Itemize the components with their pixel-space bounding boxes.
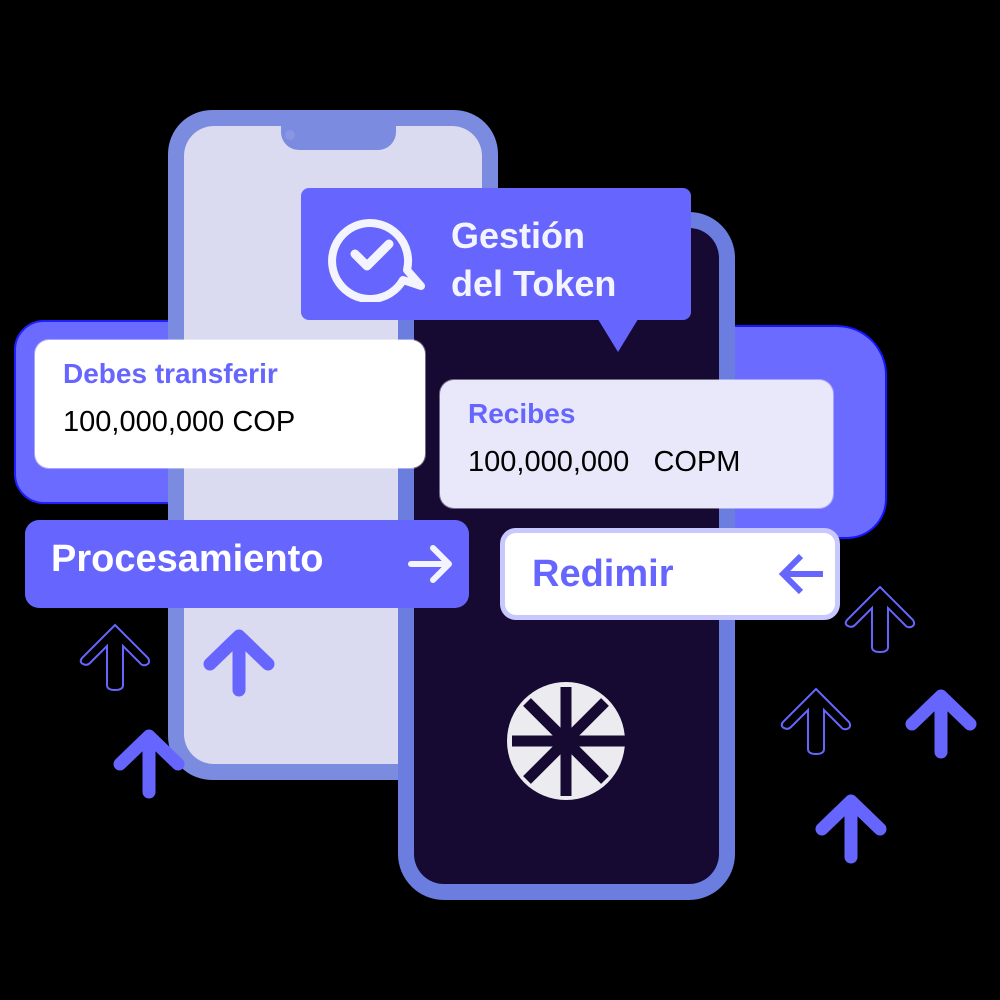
up-arrow-solid-icon: [815, 794, 887, 864]
callout-title: Gestión del Token: [451, 212, 616, 308]
redeem-label: Redimir: [532, 553, 674, 595]
check-chat-bubble-icon: [328, 219, 425, 302]
asterisk-logo-icon: [507, 682, 627, 800]
transfer-card: Debes transferir 100,000,000 COP: [35, 340, 425, 468]
up-arrow-solid-icon: [905, 689, 977, 759]
redeem-button[interactable]: Redimir: [500, 528, 840, 620]
token-management-callout: Gestión del Token: [301, 188, 691, 352]
processing-button[interactable]: Procesamiento: [25, 520, 469, 608]
receive-amount: 100,000,000 COPM: [468, 446, 741, 478]
arrow-left-icon: [778, 553, 823, 595]
up-arrow-outline-icon: [844, 585, 916, 654]
up-arrow-solid-icon: [203, 629, 275, 697]
transfer-label: Debes transferir: [63, 358, 278, 389]
callout-tail: [596, 316, 640, 352]
callout-title-line2: del Token: [451, 263, 617, 304]
receive-card: Recibes 100,000,000 COPM: [440, 380, 833, 508]
transfer-amount: 100,000,000 COP: [63, 406, 296, 438]
camera-dot: [285, 130, 295, 140]
receive-label: Recibes: [468, 398, 576, 429]
callout-title-line1: Gestión: [451, 215, 586, 256]
arrow-right-icon: [408, 545, 452, 583]
up-arrow-outline-icon: [780, 687, 852, 756]
processing-label: Procesamiento: [51, 538, 324, 580]
up-arrow-solid-icon: [113, 729, 185, 799]
phone-notch: [281, 124, 396, 150]
up-arrow-outline-icon: [79, 623, 151, 692]
